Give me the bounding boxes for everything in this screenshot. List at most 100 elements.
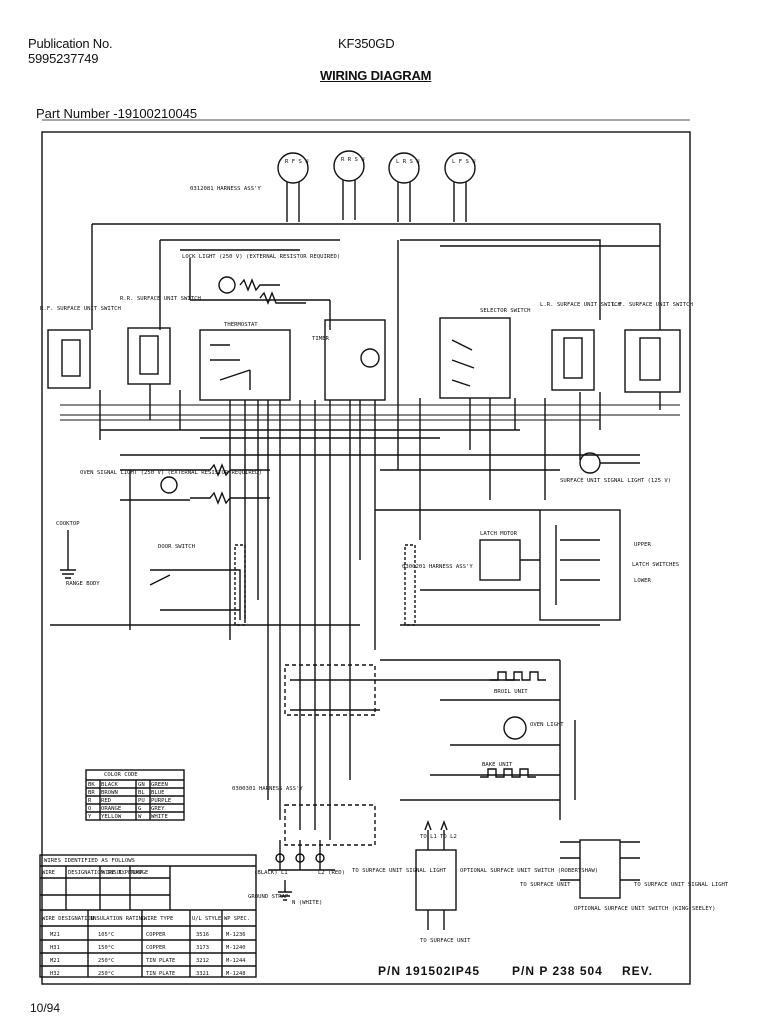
footer-rev: REV. xyxy=(622,964,653,978)
color-code-title: COLOR CODE xyxy=(104,772,138,778)
wire-table-cell: M-1236 xyxy=(226,932,245,938)
wire-table xyxy=(39,854,257,978)
color-code-cell: BL xyxy=(138,790,145,796)
wire-table-title: WIRES IDENTIFIED AS FOLLOWS xyxy=(44,858,135,864)
optional-switch-2-label: OPTIONAL SURFACE UNIT SWITCH (KING SEELE… xyxy=(574,906,715,912)
lf-switch-box xyxy=(624,329,681,393)
lr-switch-box xyxy=(551,329,595,391)
rf-element-label: R F S U xyxy=(285,159,309,165)
wire-table-header: WIRE TYPE xyxy=(144,916,173,922)
rf-switch-box xyxy=(47,329,91,389)
range-body-label: RANGE BODY xyxy=(66,581,100,587)
surface-signal-light xyxy=(579,452,601,474)
bake-unit-label: BAKE UNIT xyxy=(482,762,513,768)
oven-signal-light-label: OVEN SIGNAL LIGHT (250 V) (EXTERNAL RESI… xyxy=(80,470,262,476)
latch-switch-box xyxy=(539,509,621,621)
wire-table-cell: 150°C xyxy=(98,945,114,951)
color-code-cell: ORANGE xyxy=(101,806,122,812)
oven-light-symbol xyxy=(503,716,527,740)
rr-switch-box xyxy=(127,327,171,385)
thermostat-box xyxy=(199,329,291,401)
wire-table-cell: TIN PLATE xyxy=(146,958,175,964)
color-code-cell: WHITE xyxy=(151,814,168,820)
harness-top-label: 0312081 HARNESS ASS'Y xyxy=(190,186,261,192)
thermostat-label: THERMOSTAT xyxy=(224,322,258,328)
lf-element-label: L F S U xyxy=(452,159,476,165)
wire-table-header: WIRE TYPE xyxy=(102,870,131,876)
lf-switch-label: L.F. SURFACE UNIT SWITCH xyxy=(612,302,693,308)
part-number: Part Number -19100210045 xyxy=(36,106,198,121)
color-code-cell: RED xyxy=(101,798,112,804)
color-code-cell: R xyxy=(88,798,92,804)
color-code-cell: PU xyxy=(138,798,145,804)
optional-switch-1-label: OPTIONAL SURFACE UNIT SWITCH (ROBERTSHAW… xyxy=(460,868,598,874)
surface-signal-light-label: SURFACE UNIT SIGNAL LIGHT (125 V) xyxy=(560,478,671,484)
latch-motor-box xyxy=(479,539,521,581)
diagram-border xyxy=(41,131,691,985)
color-code-cell: BROWN xyxy=(101,790,118,796)
king-seeley-switch-box xyxy=(579,839,621,899)
wire-table-header: INSULATION RATING xyxy=(90,916,145,922)
lower-latch-label: LOWER xyxy=(634,578,651,584)
wire-table-header: U/L STYLE xyxy=(192,916,221,922)
wire-table-cell: 3212 xyxy=(196,958,209,964)
color-code-cell: W xyxy=(138,814,142,820)
color-code-cell: GREEN xyxy=(151,782,168,788)
publication-number: 5995237749 xyxy=(28,51,99,66)
color-code-cell: BK xyxy=(88,782,95,788)
color-code-cell: GN xyxy=(138,782,145,788)
to-surface-unit-2-label: TO SURFACE UNIT xyxy=(520,882,571,888)
wire-table-cell: M-1244 xyxy=(226,958,245,964)
robertshaw-switch-box xyxy=(415,849,457,911)
publication-label: Publication No. xyxy=(28,36,113,51)
terminal-n-label: N (WHITE) xyxy=(292,900,322,906)
wire-table-cell: M21 xyxy=(50,958,60,964)
rr-switch-label: R.R. SURFACE UNIT SWITCH xyxy=(120,296,201,302)
wire-table-cell: M-1248 xyxy=(226,971,245,977)
to-signal-light-2-label: TO SURFACE UNIT SIGNAL LIGHT xyxy=(634,882,729,888)
color-code-cell: BLUE xyxy=(151,790,165,796)
broil-unit-label: BROIL UNIT xyxy=(494,689,528,695)
lr-element-label: L R S U xyxy=(396,159,420,165)
wire-table-cell: 250°C xyxy=(98,971,114,977)
color-code-cell: BLACK xyxy=(101,782,118,788)
color-code-cell: BR xyxy=(88,790,95,796)
rf-switch-label: R.F. SURFACE UNIT SWITCH xyxy=(40,306,121,312)
timer-box xyxy=(324,319,386,401)
color-code-cell: GREY xyxy=(151,806,165,812)
timer-label: TIMER xyxy=(312,336,329,342)
publication-block: Publication No. 5995237749 xyxy=(28,36,113,66)
wire-table-cell: 105°C xyxy=(98,932,114,938)
wire-table-cell: COPPER xyxy=(146,945,166,951)
wire-table-cell: 250°C xyxy=(98,958,114,964)
terminal-l2-label: L2 (RED) xyxy=(318,870,345,876)
footer-pn-1: P/N 191502IP45 xyxy=(378,964,480,978)
harness-2-label: 0300301 HARNESS ASS'Y xyxy=(232,786,303,792)
to-l2-label: TO L2 xyxy=(440,834,457,840)
latch-motor-label: LATCH MOTOR xyxy=(480,531,518,537)
wire-table-cell: H32 xyxy=(50,971,60,977)
model-number: KF350GD xyxy=(338,36,395,51)
latch-switches-label: LATCH SWITCHES xyxy=(632,562,679,568)
footer-pn-2: P/N P 238 504 xyxy=(512,964,603,978)
to-signal-light-label: TO SURFACE UNIT SIGNAL LIGHT xyxy=(352,868,447,874)
wire-table-cell: 3516 xyxy=(196,932,209,938)
color-code-cell: O xyxy=(88,806,92,812)
rr-element-label: R R S U xyxy=(341,157,365,163)
footer-date: 10/94 xyxy=(30,1001,61,1015)
color-code-table xyxy=(85,769,185,821)
wire-table-header: GAUGE xyxy=(132,870,148,876)
lock-light-label: LOCK LIGHT (250 V) (EXTERNAL RESISTOR RE… xyxy=(182,254,340,260)
to-l1-label: TO L1 xyxy=(420,834,437,840)
wire-table-header: DESIGNATION INSUL. TEMP. xyxy=(68,870,146,876)
wire-table-header: WIRE xyxy=(42,870,55,876)
oven-light-label: OVEN LIGHT xyxy=(530,722,564,728)
wire-table-header: WP SPEC. xyxy=(224,916,250,922)
wire-table-cell: TIN PLATE xyxy=(146,971,175,977)
terminal-l1-label: (BLACK) L1 xyxy=(254,870,288,876)
selector-switch-label: SELECTOR SWITCH xyxy=(480,308,531,314)
page-title: WIRING DIAGRAM xyxy=(320,68,432,83)
color-code-cell: G xyxy=(138,806,142,812)
